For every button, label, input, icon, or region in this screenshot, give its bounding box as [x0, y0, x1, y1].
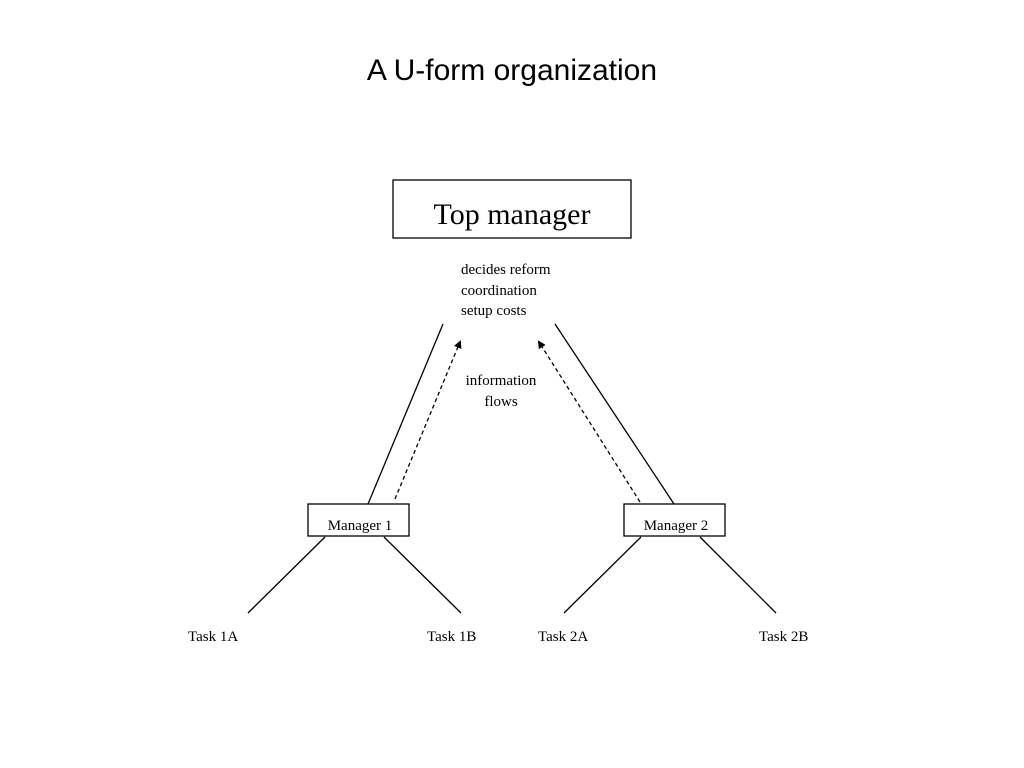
decides-note-line-1: decides reform: [461, 262, 551, 278]
task-line-1a: [247, 536, 326, 614]
task-line-2b: [699, 536, 777, 614]
manager-1-box: [307, 503, 410, 537]
reporting-line-manager-1: [367, 323, 444, 505]
decides-note-line-3: setup costs: [461, 303, 527, 319]
task-line-2a: [563, 536, 642, 614]
decides-note-line-2: coordination: [461, 283, 537, 299]
information-flows-line-2: flows: [484, 394, 517, 410]
manager-1-label: Manager 1: [328, 518, 393, 534]
task-1a-label: Task 1A: [188, 629, 238, 645]
manager-2-label: Manager 2: [644, 518, 709, 534]
task-line-1b: [383, 536, 462, 614]
top-manager-box: [392, 179, 632, 239]
task-1b-label: Task 1B: [427, 629, 476, 645]
top-manager-label: Top manager: [433, 198, 590, 231]
page-title: A U-form organization: [366, 54, 658, 87]
information-flow-arrow-2: [537, 340, 641, 503]
information-flows-line-1: information: [466, 373, 537, 389]
task-2b-label: Task 2B: [759, 629, 808, 645]
task-2a-label: Task 2A: [538, 629, 588, 645]
information-flow-arrow-1: [394, 340, 462, 500]
manager-2-box: [623, 503, 726, 537]
reporting-line-manager-2: [554, 323, 675, 505]
